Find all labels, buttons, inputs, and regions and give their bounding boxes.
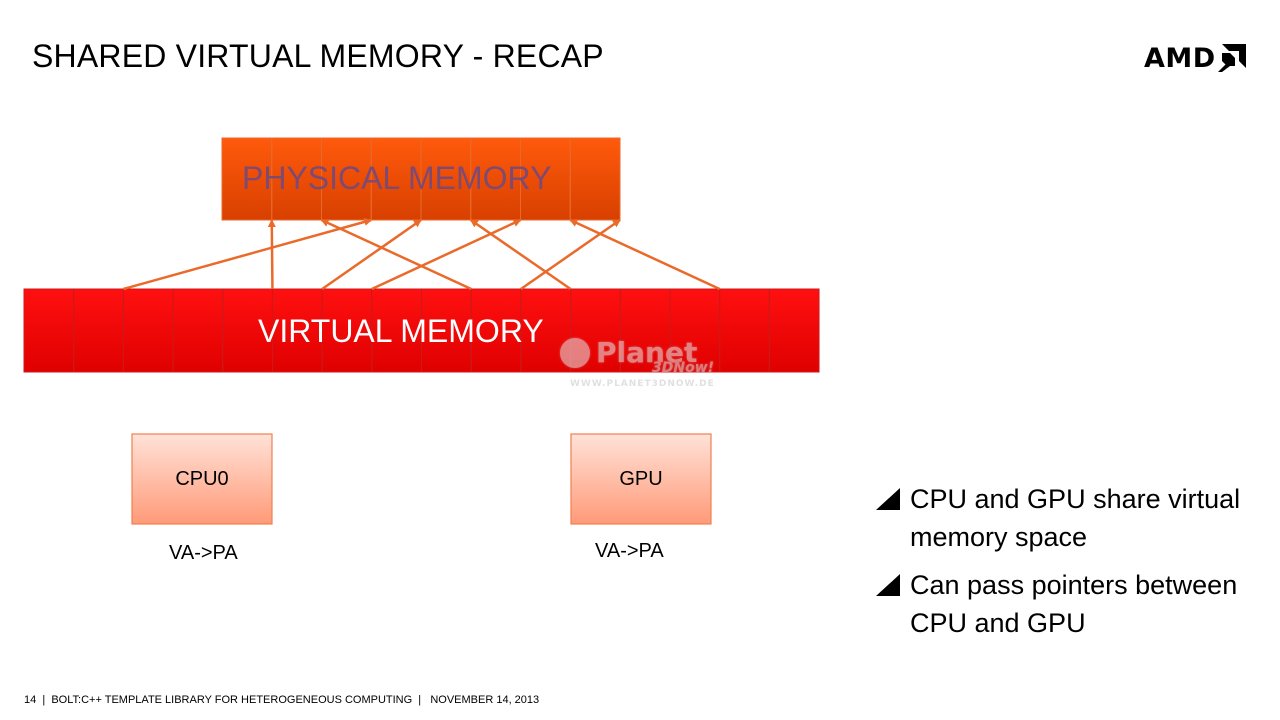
bullet-item: CPU and GPU share virtual memory space (876, 480, 1256, 556)
footer-page-number: 14 (24, 694, 37, 706)
logo-text: AMD (1144, 42, 1216, 74)
triangle-bullet-icon (876, 566, 910, 601)
footer-title: BOLT:C++ TEMPLATE LIBRARY FOR HETEROGENE… (51, 694, 413, 706)
mapping-arrows (123, 218, 721, 291)
footer-date: NOVEMBER 14, 2013 (430, 694, 540, 706)
mapping-arrow (371, 218, 522, 291)
watermark-logo-icon (560, 338, 590, 368)
virtual-memory-block (23, 288, 820, 373)
amd-logo: AMD (1144, 40, 1246, 76)
mapping-arrow (569, 218, 721, 291)
bullet-text: Can pass pointers between CPU and GPU (910, 570, 1238, 638)
virtual-memory-cell (768, 288, 820, 373)
physical-memory-block (221, 137, 621, 221)
bullet-list: CPU and GPU share virtual memory space C… (876, 480, 1256, 652)
watermark-url: WWW.PLANET3DNOW.DE (570, 379, 715, 389)
gpu-box (570, 433, 712, 525)
bullet-item: Can pass pointers between CPU and GPU (876, 566, 1256, 642)
watermark: Planet 3DNow! WWW.PLANET3DNOW.DE (556, 336, 726, 396)
gpu-translation-label: VA->PA (595, 540, 664, 562)
physical-memory-cell (569, 137, 621, 221)
cpu-translation-label: VA->PA (169, 542, 238, 564)
triangle-bullet-icon (876, 480, 910, 515)
watermark-sub: 3DNow! (652, 360, 715, 376)
cpu-box (131, 433, 273, 525)
virtual-memory-label: VIRTUAL MEMORY (258, 313, 544, 349)
mapping-arrow (123, 218, 373, 291)
mapping-arrow (321, 218, 422, 291)
footer: 14 | BOLT:C++ TEMPLATE LIBRARY FOR HETER… (24, 694, 540, 706)
mapping-arrow (320, 218, 472, 291)
watermark-word: Planet (596, 336, 698, 369)
bullet-text: CPU and GPU share virtual memory space (910, 484, 1241, 552)
slide-title: SHARED VIRTUAL MEMORY - RECAP (32, 38, 604, 74)
physical-memory-label: PHYSICAL MEMORY (242, 160, 551, 196)
mapping-arrow (469, 218, 572, 291)
gpu-label: GPU (619, 467, 663, 490)
amd-arrow-icon (1217, 44, 1246, 72)
mapping-arrow (520, 218, 621, 291)
cpu-label: CPU0 (175, 467, 229, 490)
mapping-arrow (267, 219, 276, 290)
